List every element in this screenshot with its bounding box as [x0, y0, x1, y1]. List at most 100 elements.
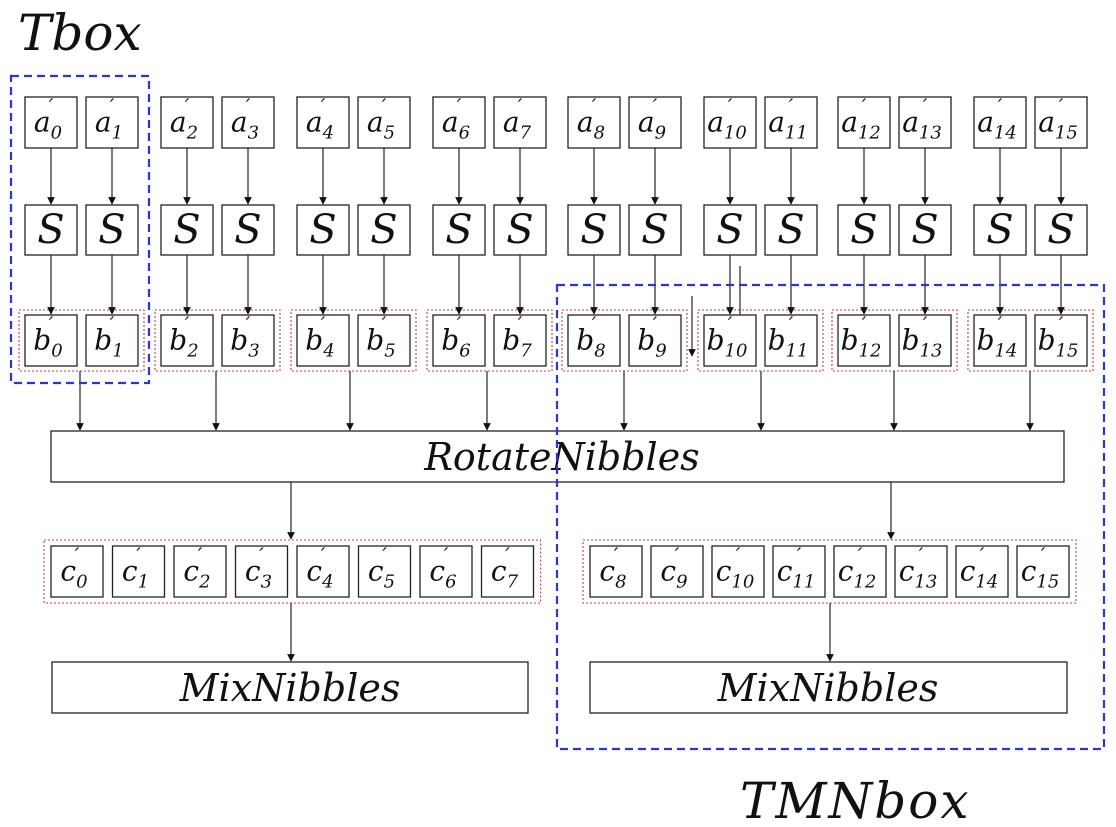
input-a10-box [703, 96, 757, 149]
connection-arrows [47, 148, 1065, 662]
input-a4-box [296, 96, 350, 149]
sbox-output-b13-box [898, 314, 952, 367]
input-a3-prime: ′ [246, 94, 251, 118]
rotated-c6-prime: ′ [444, 543, 449, 567]
b-pair-group-0 [18, 309, 145, 372]
b-pair-group-2 [290, 309, 417, 372]
input-a7-label: a7 [503, 106, 532, 144]
sbox-5 [357, 204, 411, 256]
rotated-c9-box [650, 545, 704, 598]
sbox-output-b11-prime: ′ [789, 312, 794, 336]
input-a14-label: a14 [977, 106, 1017, 144]
rotated-c3-label: c3 [245, 555, 272, 593]
sbox-symbol: S [911, 207, 938, 253]
sbox-output-b10-label: b10 [707, 324, 748, 362]
rotated-c8-prime: ′ [614, 543, 619, 567]
input-a13-prime: ′ [923, 94, 928, 118]
mix-nibbles-left-label: MixNibbles [179, 666, 401, 710]
input-a11-prime: ′ [789, 94, 794, 118]
sbox-3 [221, 204, 275, 256]
sbox-output-b6-box [432, 314, 486, 367]
sbox-symbol: S [1047, 207, 1074, 253]
sbox-output-b2-prime: ′ [185, 312, 190, 336]
sbox-output-b5-label: b5 [366, 324, 395, 362]
sbox-output-b3-label: b3 [230, 324, 259, 362]
rotated-c2-box [173, 545, 227, 598]
rotated-c9-label: c9 [660, 555, 687, 593]
sbox-symbol: S [98, 207, 125, 253]
rotated-c0-label: c0 [60, 555, 87, 593]
sbox-output-b0-box [24, 314, 78, 367]
sbox-symbol: S [309, 207, 336, 253]
rotated-c6-label: c6 [429, 555, 456, 593]
input-a6-box [432, 96, 486, 149]
input-a8-label: a8 [577, 106, 605, 144]
rotated-c14-box [955, 545, 1009, 598]
mix-nibbles-left-box [51, 661, 529, 714]
sbox-symbol: S [716, 207, 743, 253]
input-a10-prime: ′ [728, 94, 733, 118]
input-a1-box [85, 96, 139, 149]
sbox-output-b15-prime: ′ [1059, 312, 1064, 336]
rotated-c8-box [589, 545, 643, 598]
sbox-1 [85, 204, 139, 256]
input-a12-prime: ′ [862, 94, 867, 118]
input-a7-prime: ′ [518, 94, 523, 118]
tbox-frame [9, 74, 151, 385]
sbox-output-b13-label: b13 [902, 324, 943, 362]
input-a6-label: a6 [442, 106, 470, 144]
sbox-output-b6-label: b6 [441, 324, 470, 362]
sbox-output-b0-label: b0 [33, 324, 62, 362]
sbox-output-b1-box [85, 314, 139, 367]
rotate-nibbles-label: RotateNibbles [423, 435, 699, 479]
mix-nibbles-right-label: MixNibbles [717, 666, 939, 710]
rotated-c10-prime: ′ [736, 543, 741, 567]
sbox-11 [764, 204, 818, 256]
sbox-2 [160, 204, 214, 256]
sbox-output-b3-prime: ′ [246, 312, 251, 336]
sbox-output-b6-prime: ′ [457, 312, 462, 336]
sbox-output-b5-box [357, 314, 411, 367]
b-pair-group-1 [154, 309, 281, 372]
rotated-c4-prime: ′ [321, 543, 326, 567]
sbox-output-b7-prime: ′ [518, 312, 523, 336]
sbox-output-b10-prime: ′ [728, 312, 733, 336]
sbox-symbol: S [37, 207, 64, 253]
sbox-output-b1-prime: ′ [110, 312, 115, 336]
sbox-15 [1034, 204, 1088, 256]
rotated-c11-label: c11 [777, 555, 816, 593]
input-a5-label: a5 [367, 106, 395, 144]
input-a4-label: a4 [306, 106, 334, 144]
sbox-output-b4-prime: ′ [321, 312, 326, 336]
sbox-output-b12-box [837, 314, 891, 367]
sbox-output-b4-label: b4 [305, 324, 334, 362]
input-a0-box [24, 96, 78, 149]
cells: a0′Sb0′a1′Sb1′a2′Sb2′a3′Sb3′a4′Sb4′a5′Sb… [24, 94, 1088, 598]
rotated-c12-prime: ′ [858, 543, 863, 567]
sbox-8 [567, 204, 621, 256]
input-a9-box [628, 96, 682, 149]
rotated-c15-box [1016, 545, 1070, 598]
input-a10-label: a10 [707, 106, 747, 144]
sbox-12 [837, 204, 891, 256]
sbox-symbol: S [580, 207, 607, 253]
rotated-c1-label: c1 [122, 555, 149, 593]
sbox-symbol: S [986, 207, 1013, 253]
rotated-c13-box [894, 545, 948, 598]
sbox-output-b4-box [296, 314, 350, 367]
rotated-c3-prime: ′ [259, 543, 264, 567]
rotated-c14-label: c14 [960, 555, 999, 593]
rotated-c13-label: c13 [899, 555, 938, 593]
input-a0-prime: ′ [49, 94, 54, 118]
input-a8-box [567, 96, 621, 149]
sbox-output-b2-box [160, 314, 214, 367]
sbox-output-b7-label: b7 [502, 324, 532, 362]
input-a11-box [764, 96, 818, 149]
sbox-output-b8-prime: ′ [592, 312, 597, 336]
rotated-c13-prime: ′ [919, 543, 924, 567]
input-a1-prime: ′ [110, 94, 115, 118]
rotated-c11-box [772, 545, 826, 598]
tmnbox-frame [555, 283, 1106, 751]
input-a3-label: a3 [231, 106, 259, 144]
